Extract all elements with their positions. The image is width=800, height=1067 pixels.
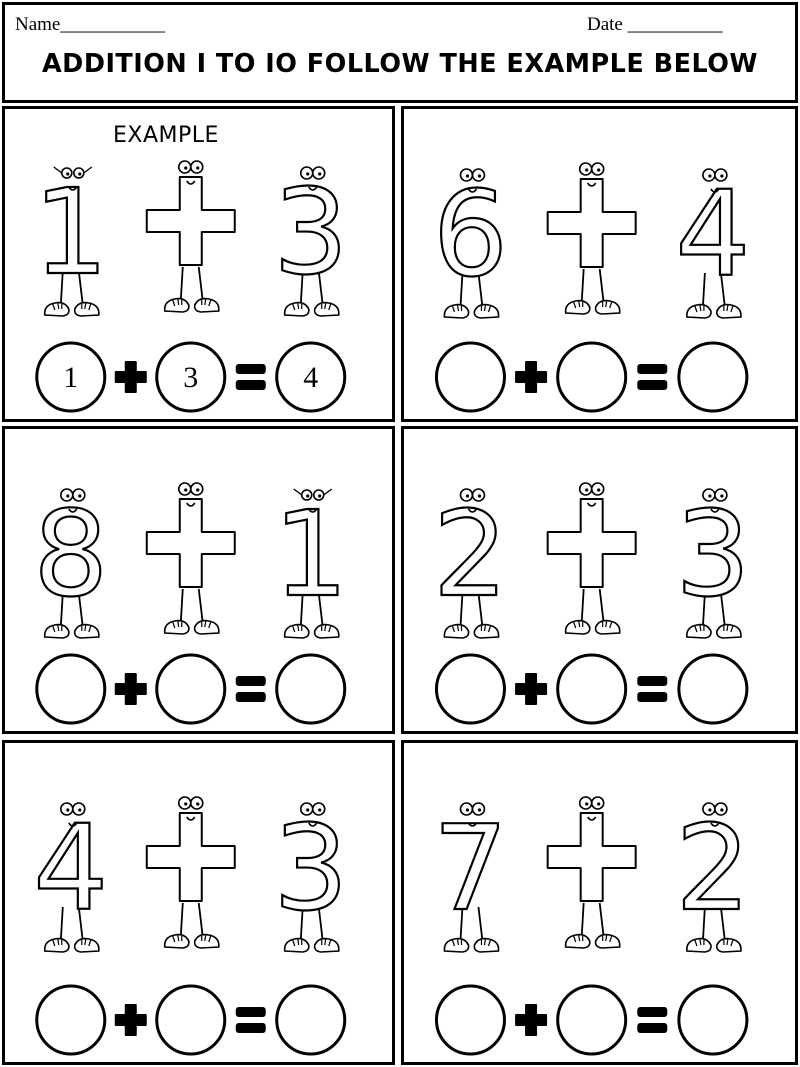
number-3-character-icon: 3 xyxy=(272,798,349,953)
answer-circle[interactable] xyxy=(677,653,749,725)
plus-character-icon xyxy=(546,796,637,949)
plus-icon xyxy=(114,673,147,705)
equals-icon xyxy=(235,1007,266,1033)
number-8-glyph: 8 xyxy=(33,485,108,623)
worksheet-header: Name___________ Date __________ ADDITION… xyxy=(2,2,798,103)
number-3-character-icon: 3 xyxy=(674,484,752,639)
number-3-character-icon: 3 xyxy=(272,162,349,317)
plus-character-icon xyxy=(145,796,236,949)
equals-icon xyxy=(235,364,266,390)
number-1-glyph: 1 xyxy=(273,485,348,623)
addend-circle[interactable] xyxy=(556,653,628,725)
equals-icon xyxy=(637,1007,668,1033)
addend-circle[interactable] xyxy=(155,984,227,1056)
plus-icon xyxy=(114,361,147,393)
number-2-glyph: 2 xyxy=(433,485,508,623)
date-field-label[interactable]: Date __________ xyxy=(587,14,723,35)
name-field-label[interactable]: Name___________ xyxy=(15,14,165,35)
number-3-glyph: 3 xyxy=(273,163,348,301)
answer-circle[interactable] xyxy=(275,653,347,725)
addend-circle[interactable]: 1 xyxy=(35,341,107,413)
plus-character-icon xyxy=(546,482,637,635)
number-1-character-icon: 1 xyxy=(272,484,349,639)
answer-circle[interactable] xyxy=(677,984,749,1056)
plus-icon xyxy=(114,1004,147,1036)
addend-circle[interactable]: 3 xyxy=(155,341,227,413)
addend-circle[interactable] xyxy=(35,984,107,1056)
plus-character-icon xyxy=(145,482,236,635)
plus-character-icon xyxy=(546,162,637,315)
number-1-glyph: 1 xyxy=(33,163,108,301)
number-4-glyph: 4 xyxy=(33,799,108,937)
addend-circle[interactable] xyxy=(556,984,628,1056)
number-6-character-icon: 6 xyxy=(432,164,509,319)
number-7-glyph: 7 xyxy=(433,799,508,937)
number-7-character-icon: 7 xyxy=(432,798,509,953)
addend-circle[interactable] xyxy=(434,341,506,413)
plus-icon xyxy=(515,1004,548,1036)
circle-number: 4 xyxy=(303,361,318,394)
number-4-character-icon: 4 xyxy=(674,164,752,319)
addend-circle[interactable] xyxy=(35,653,107,725)
answer-circle[interactable]: 4 xyxy=(275,341,347,413)
worksheet-title: ADDITION I TO IO FOLLOW THE EXAMPLE BELO… xyxy=(41,49,759,79)
plus-character-icon xyxy=(145,160,236,313)
number-2-glyph: 2 xyxy=(675,799,750,937)
problem-illustration: 1 3 1 3 4 xyxy=(32,160,349,413)
addend-circle[interactable] xyxy=(434,653,506,725)
plus-icon xyxy=(515,673,548,705)
answer-circle[interactable] xyxy=(275,984,347,1056)
addend-circle[interactable] xyxy=(434,984,506,1056)
addend-circle[interactable] xyxy=(155,653,227,725)
number-4-glyph: 4 xyxy=(675,165,750,303)
number-2-character-icon: 2 xyxy=(674,798,752,953)
example-label: EXAMPLE xyxy=(113,123,219,148)
circle-number: 3 xyxy=(183,361,198,394)
circle-number: 1 xyxy=(63,361,78,394)
number-6-glyph: 6 xyxy=(433,165,508,303)
equals-icon xyxy=(637,676,668,702)
number-8-character-icon: 8 xyxy=(32,484,109,639)
answer-circle[interactable] xyxy=(677,341,749,413)
addend-circle[interactable] xyxy=(556,341,628,413)
number-1-character-icon: 1 xyxy=(32,162,109,317)
equals-icon xyxy=(235,676,266,702)
number-3-glyph: 3 xyxy=(675,485,750,623)
number-2-character-icon: 2 xyxy=(432,484,509,639)
plus-icon xyxy=(515,361,548,393)
number-4-character-icon: 4 xyxy=(32,798,109,953)
number-3-glyph: 3 xyxy=(273,799,348,937)
equals-icon xyxy=(637,364,668,390)
